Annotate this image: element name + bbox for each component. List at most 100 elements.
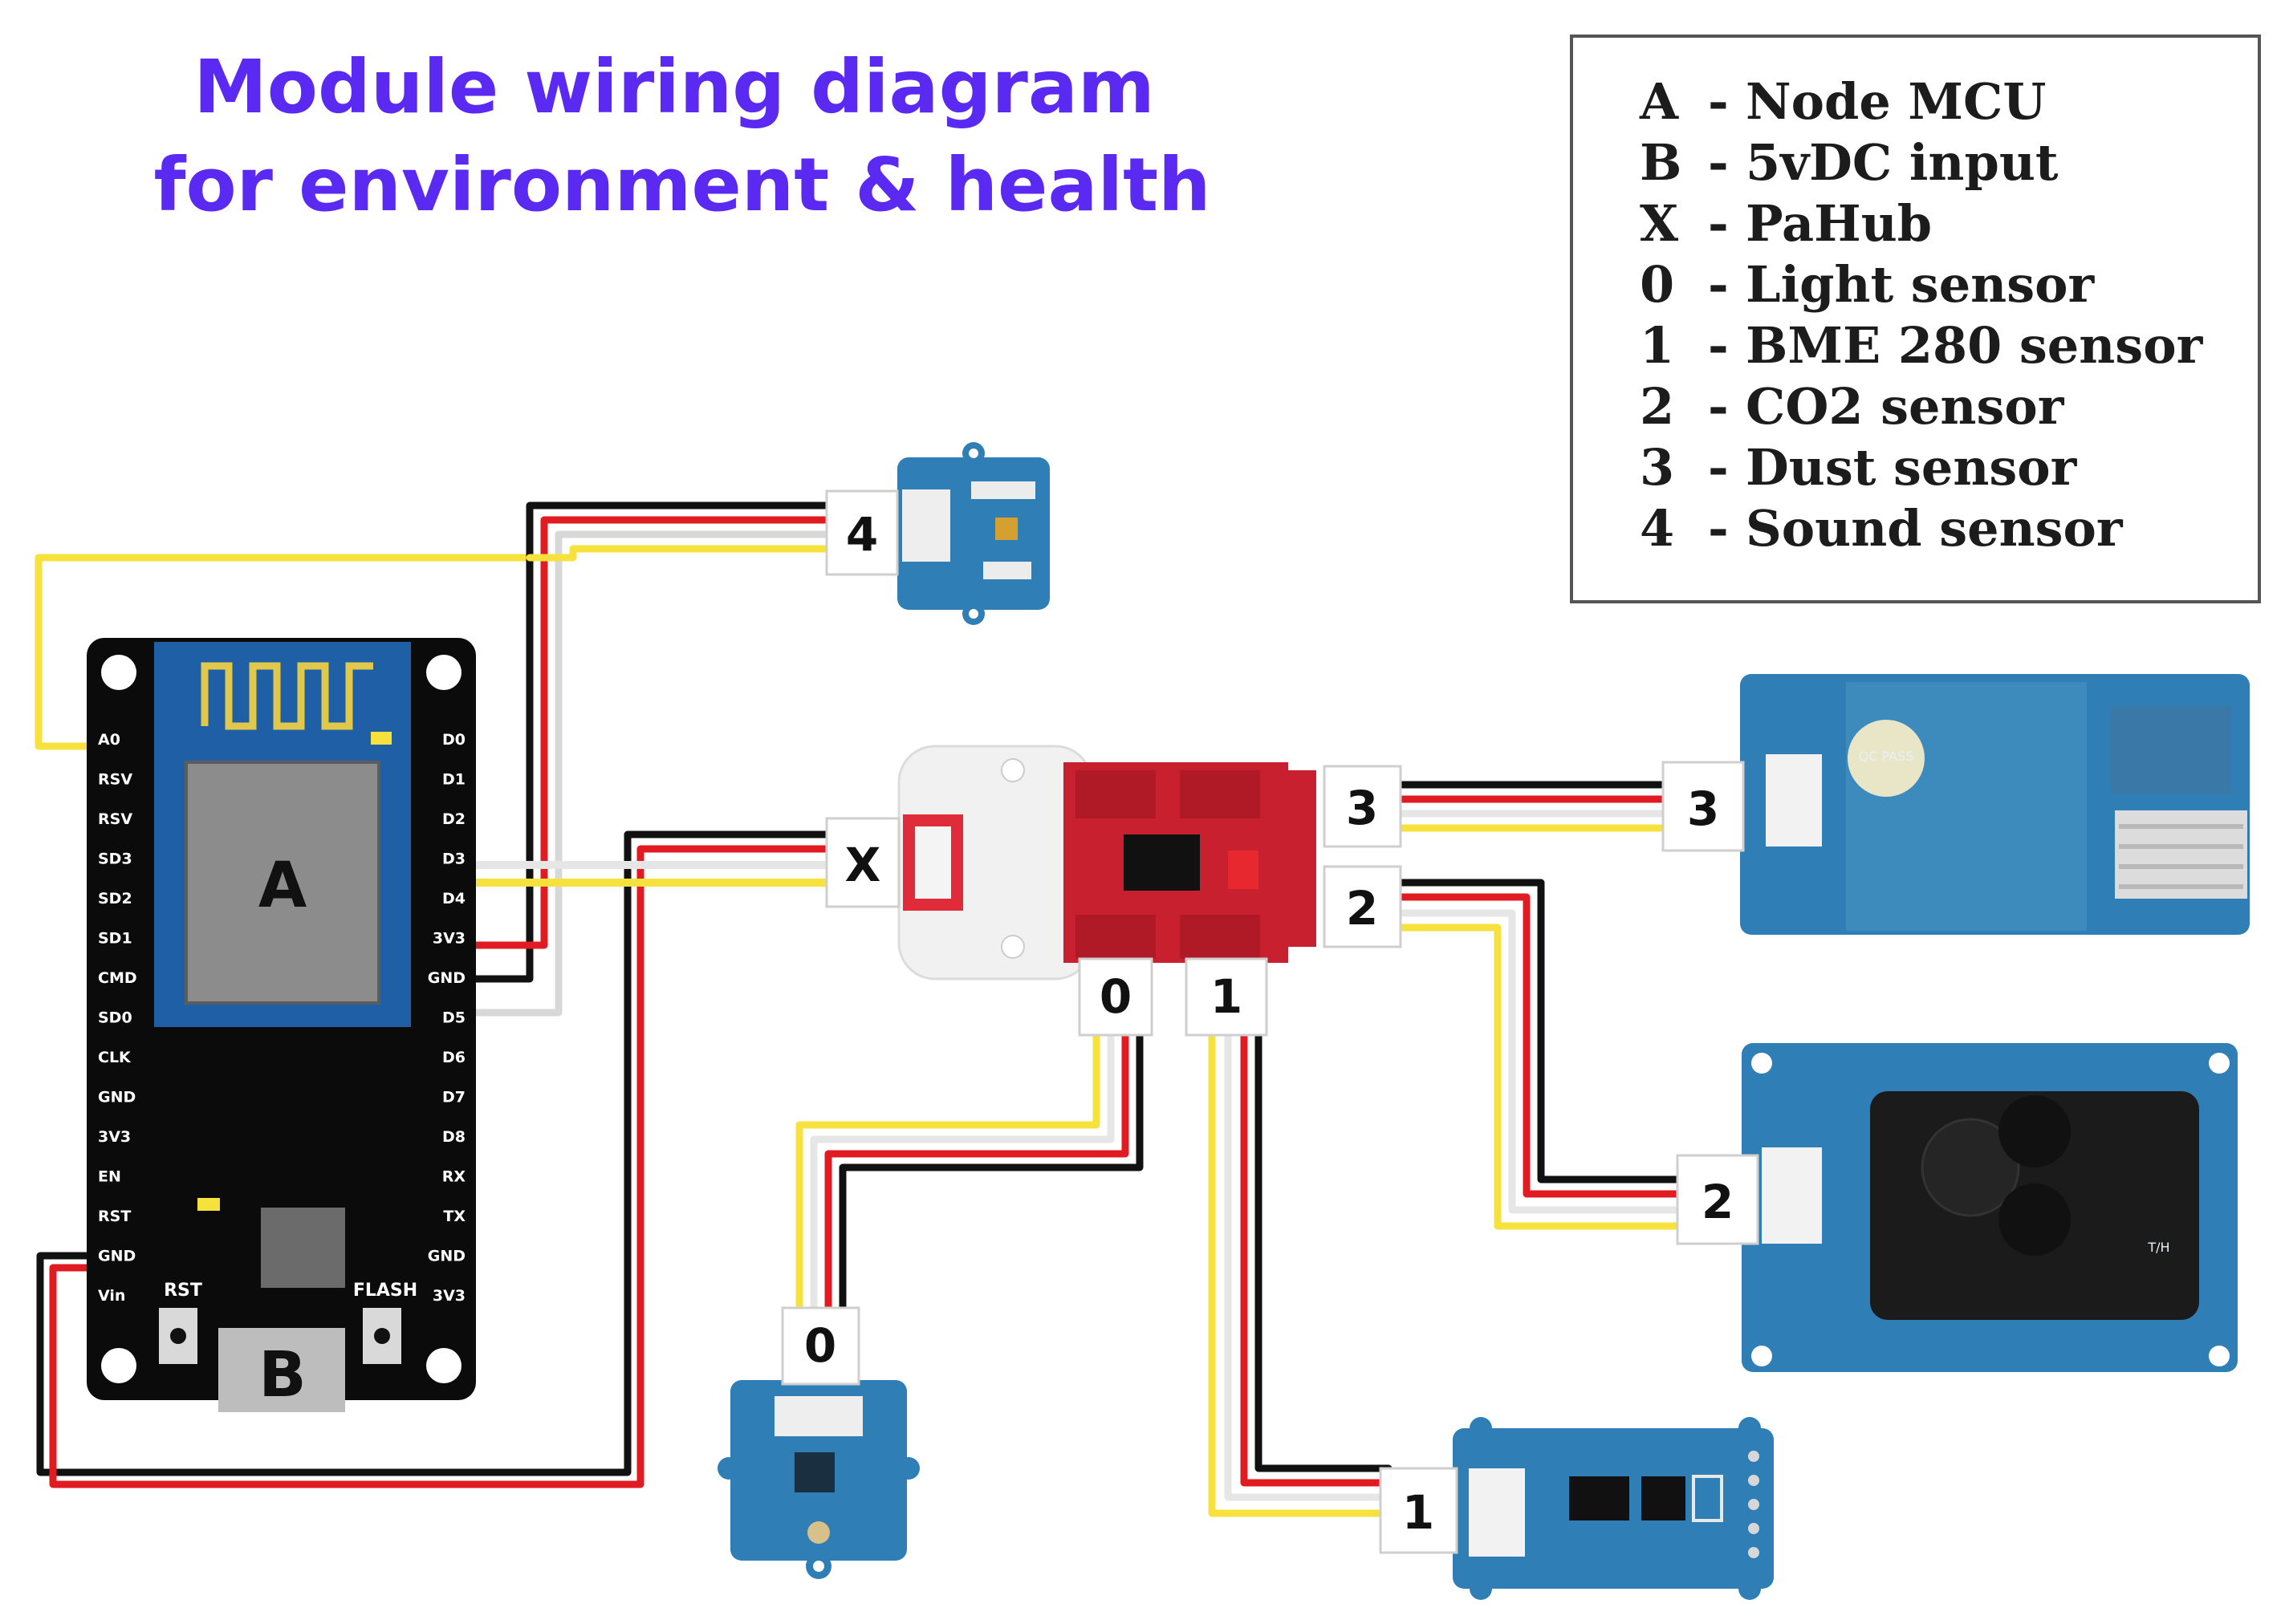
connector-tag-3: 3 [1661, 761, 1745, 852]
legend-key: 0 [1640, 255, 1674, 314]
left-pin-label: Vin [98, 1287, 125, 1305]
title-line-2: for environment & health [153, 142, 1210, 228]
microphone-icon [995, 518, 1018, 540]
legend-key: B [1640, 133, 1681, 192]
wire-1-red [1240, 1015, 1393, 1487]
co2-sensor: T/H [1742, 1043, 2238, 1372]
photoresistor-icon [807, 1521, 830, 1544]
wire-sound-yellow [526, 545, 831, 562]
svg-text:3: 3 [1687, 782, 1719, 836]
left-pin-label: SD2 [98, 890, 132, 907]
hub-port-0: 0 [1078, 957, 1153, 1037]
esp-shield [185, 761, 380, 1005]
left-pin-label: SD3 [98, 851, 132, 868]
legend-key: 1 [1640, 316, 1674, 375]
legend-key: 2 [1640, 377, 1674, 436]
hub-port-2: 2 [1323, 865, 1402, 948]
svg-text:4: 4 [846, 507, 878, 562]
right-pin-label: GND [428, 969, 466, 987]
hub-port-3: 3 [1323, 765, 1402, 848]
left-pin-label: 3V3 [98, 1128, 131, 1146]
wire-0-black [839, 1015, 1144, 1336]
right-pin-label: 3V3 [433, 1287, 466, 1305]
right-pin-label: D6 [442, 1049, 466, 1066]
diagram-title: Module wiring diagram for environment & … [153, 44, 1210, 228]
legend-separator: - [1708, 499, 1729, 558]
antenna-trace [201, 662, 373, 730]
wire-2-black [1397, 879, 1681, 1183]
left-pin-label: EN [98, 1168, 121, 1186]
legend-row: 4-Sound sensor [1640, 499, 2124, 558]
flash-button[interactable] [363, 1308, 401, 1364]
right-pin-label: RX [442, 1168, 466, 1186]
legend-row: 3-Dust sensor [1640, 438, 2078, 497]
usb-port [218, 1328, 345, 1412]
legend-row: B-5vDC input [1640, 133, 2059, 192]
right-pin-label: D3 [442, 851, 466, 868]
right-pin-label: D7 [442, 1089, 466, 1106]
nodemcu-board: A A0RSVRSVSD3SD2SD1CMDSD0CLKGND3V3ENRSTG… [87, 638, 476, 1412]
svg-text:0: 0 [1100, 969, 1132, 1024]
mount-hole [426, 655, 461, 690]
wire-sound-black [471, 501, 831, 983]
wire-sound-red [471, 516, 831, 949]
right-pin-label: D5 [442, 1009, 466, 1027]
title-line-1: Module wiring diagram [193, 44, 1155, 130]
left-pin-label: CMD [98, 969, 137, 987]
svg-text:2: 2 [1346, 881, 1378, 936]
pahub-module [897, 745, 1316, 980]
right-pin-label: D0 [442, 731, 466, 749]
connector-tag-1: 1 [1379, 1467, 1458, 1554]
right-pin-label: D2 [442, 810, 466, 828]
svg-text:1: 1 [1210, 969, 1242, 1024]
svg-text:X: X [845, 838, 881, 892]
mount-hole [101, 655, 136, 690]
left-pin-label: CLK [98, 1049, 132, 1066]
rst-button[interactable] [159, 1308, 197, 1364]
status-led [371, 732, 392, 745]
legend-row: 2-CO2 sensor [1640, 377, 2065, 436]
dust-sensor-marking: QC PASS [1859, 749, 1914, 764]
label-b: B [258, 1339, 306, 1411]
legend-separator: - [1708, 438, 1729, 497]
right-pin-label: D1 [442, 771, 466, 789]
left-pin-label: SD0 [98, 1009, 132, 1027]
left-pin-label: RST [98, 1208, 131, 1225]
wire-0-white [810, 1015, 1115, 1336]
mux-chip [1124, 834, 1200, 891]
right-pin-label: GND [428, 1248, 466, 1265]
legend-key: 4 [1640, 499, 1674, 558]
label-a: A [258, 850, 307, 922]
wires [35, 501, 1681, 1517]
connector-tag-0: 0 [781, 1306, 860, 1386]
legend-label: BME 280 sensor [1746, 316, 2204, 375]
legend-label: PaHub [1746, 194, 1932, 253]
right-pin-label: TX [443, 1208, 466, 1225]
connector-tag-2: 2 [1676, 1154, 1759, 1245]
legend-label: Dust sensor [1746, 438, 2078, 497]
legend-label: CO2 sensor [1746, 377, 2065, 436]
wire-1-yellow [1208, 1015, 1393, 1517]
wire-a0-yellow [35, 554, 534, 750]
legend-separator: - [1708, 133, 1729, 192]
wire-0-red [824, 1015, 1129, 1336]
legend-separator: - [1708, 316, 1729, 375]
legend-label: Sound sensor [1746, 499, 2124, 558]
hub-port-1: 1 [1185, 957, 1268, 1037]
mount-hole [426, 1348, 461, 1383]
right-pin-label: D8 [442, 1128, 466, 1146]
legend-separator: - [1708, 255, 1729, 314]
left-pin-label: GND [98, 1248, 136, 1265]
left-pin-label: SD1 [98, 930, 132, 948]
legend-key: X [1640, 194, 1679, 253]
mount-hole [101, 1348, 136, 1383]
left-pin-label: GND [98, 1089, 136, 1106]
wire-x-black [36, 830, 839, 1476]
legend-label: Node MCU [1746, 72, 2046, 131]
svg-text:3: 3 [1346, 781, 1378, 835]
wire-0-yellow [795, 1015, 1100, 1336]
legend-label: Light sensor [1746, 255, 2095, 314]
legend-key: A [1639, 72, 1679, 131]
